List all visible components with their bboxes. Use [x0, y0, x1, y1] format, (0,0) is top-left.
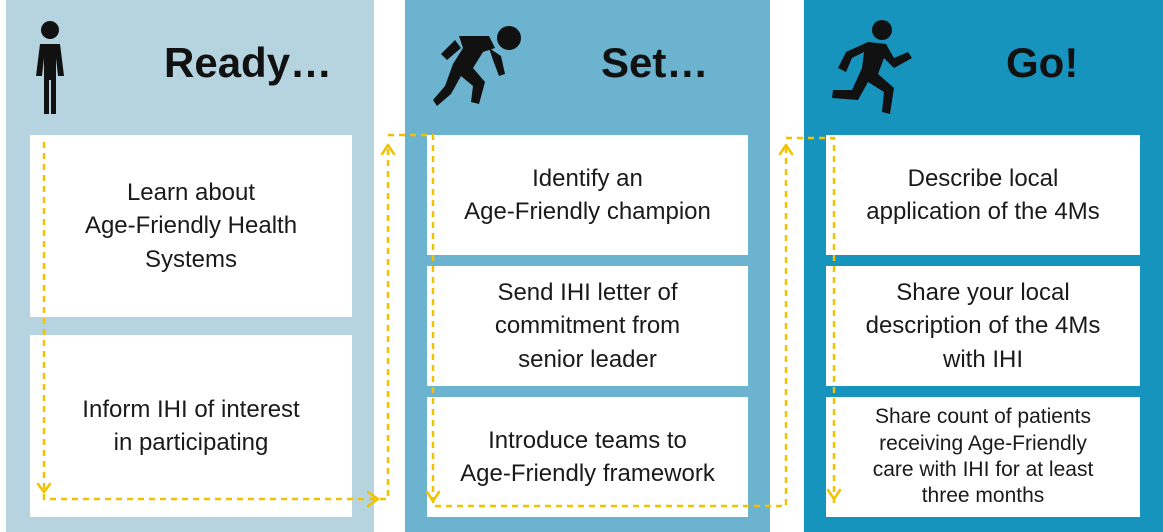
running-person-icon — [832, 20, 912, 114]
set-step-framework: Introduce teams to Age-Friendly framewor… — [427, 397, 748, 517]
set-step-letter: Send IHI letter of commitment from senio… — [427, 266, 748, 386]
ready-column: Ready… Learn about Age-Friendly Health S… — [6, 0, 374, 532]
set-column: Set… Identify an Age-Friendly champion S… — [405, 0, 770, 532]
ready-title: Ready… — [164, 39, 333, 86]
arrowhead-go-up — [778, 143, 794, 156]
go-title: Go! — [1006, 39, 1079, 86]
set-step-champion: Identify an Age-Friendly champion — [427, 135, 748, 255]
arrowhead-set-up — [380, 143, 396, 156]
go-column: Go! Describe local application of the 4M… — [804, 0, 1163, 532]
standing-person-icon — [36, 21, 64, 114]
go-step-share-description: Share your local description of the 4Ms … — [826, 266, 1140, 386]
go-step-share-count: Share count of patients receiving Age-Fr… — [826, 397, 1140, 517]
ready-step-learn: Learn about Age-Friendly Health Systems — [30, 135, 352, 317]
set-title: Set… — [601, 39, 709, 86]
go-step-describe: Describe local application of the 4Ms — [826, 135, 1140, 255]
ready-step-inform: Inform IHI of interest in participating — [30, 335, 352, 517]
crouching-runner-icon — [433, 26, 521, 106]
